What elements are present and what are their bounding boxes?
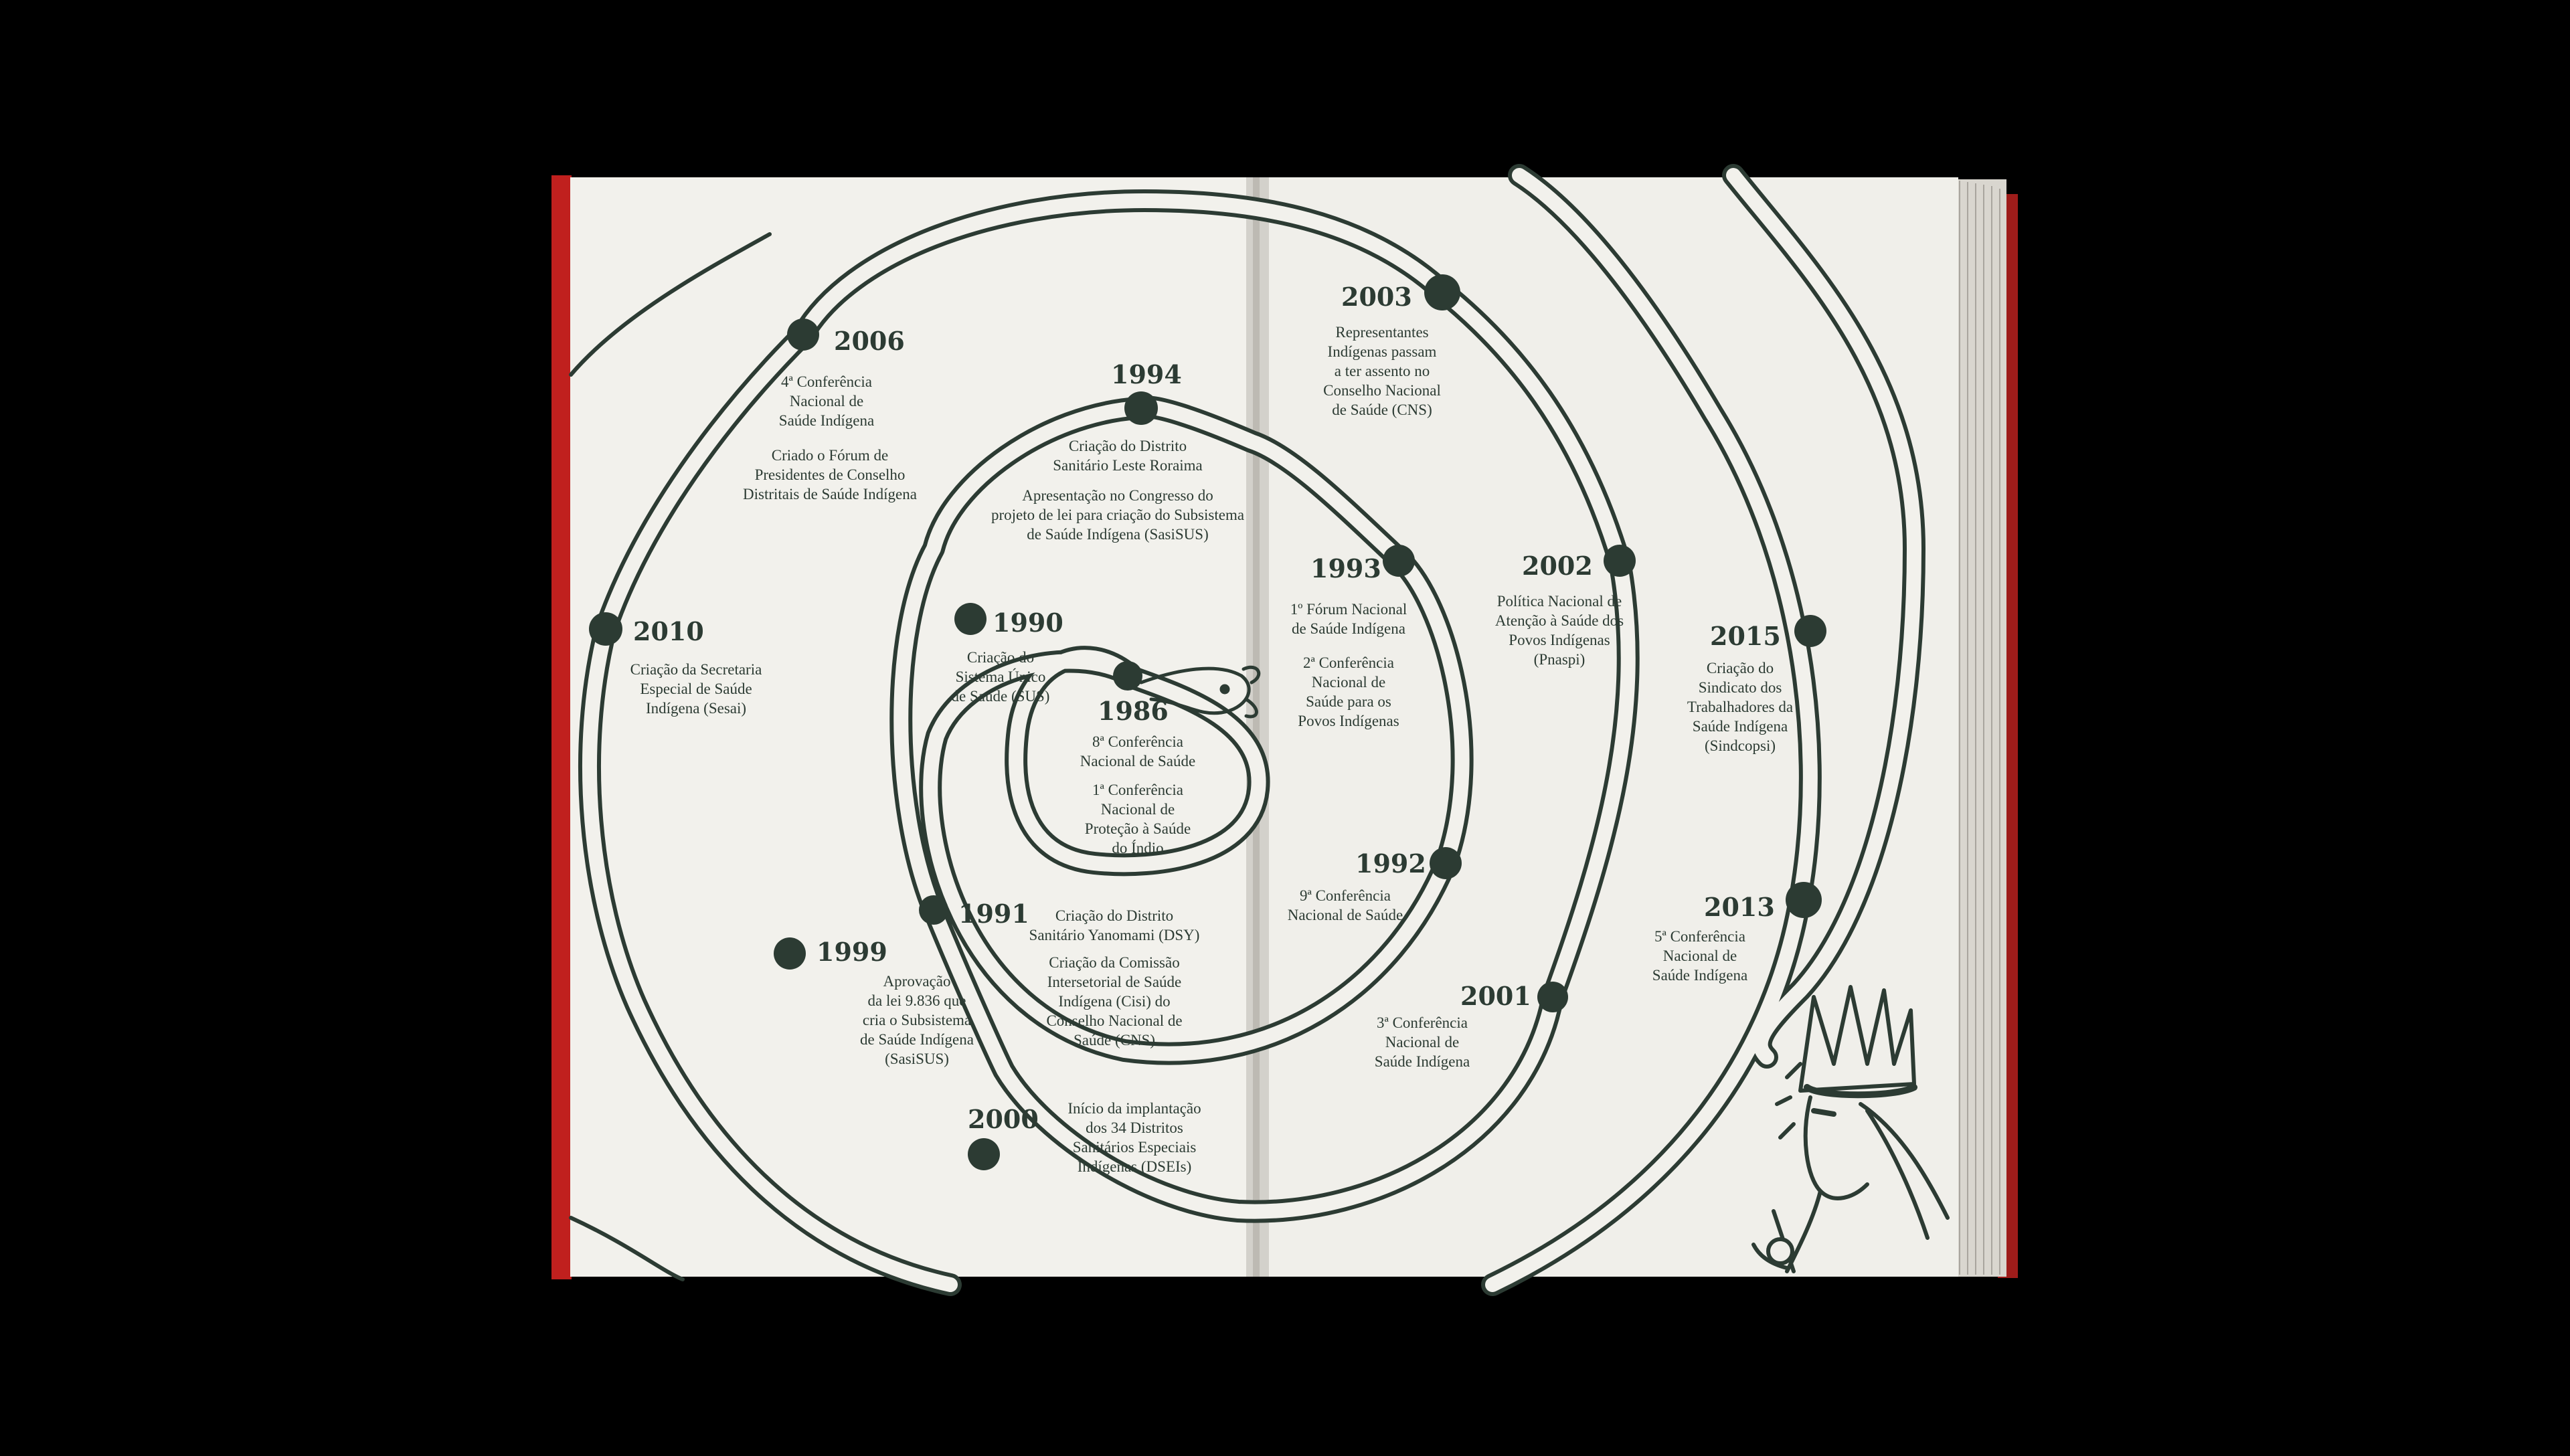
- year-1986: 1986: [1098, 696, 1169, 726]
- year-1994: 1994: [1111, 359, 1182, 389]
- note-1993-a: 1º Fórum Nacional de Saúde Indígena: [1290, 601, 1407, 637]
- note-1991-b: Criação da Comissão Intersetorial de Saú…: [1046, 954, 1183, 1049]
- year-2001: 2001: [1460, 981, 1531, 1011]
- dot-1992: [1430, 847, 1462, 879]
- year-1992: 1992: [1355, 848, 1426, 879]
- note-2000: Início da implantação dos 34 Distritos S…: [1067, 1100, 1201, 1175]
- year-1993: 1993: [1310, 553, 1381, 583]
- dot-1990: [954, 603, 987, 635]
- year-2010: 2010: [633, 616, 704, 646]
- dot-2001: [1537, 982, 1568, 1012]
- note-2015: Criação do Sindicato dos Trabalhadores d…: [1687, 660, 1794, 754]
- dot-2002: [1604, 545, 1636, 577]
- note-2013: 5ª Conferência Nacional de Saúde Indígen…: [1652, 928, 1748, 984]
- note-2006-a: 4ª Conferência Nacional de Saúde Indígen…: [778, 373, 875, 429]
- note-1986-a: 8ª Conferência Nacional de Saúde: [1080, 733, 1196, 769]
- dot-1999: [774, 937, 806, 970]
- year-1991: 1991: [958, 899, 1029, 929]
- note-1986-b: 1ª Conferência Nacional de Proteção à Sa…: [1084, 782, 1191, 856]
- snake-head-drawing: [1139, 665, 1261, 719]
- book-left-red-edge: [551, 175, 572, 1279]
- note-1992: 9ª Conferência Nacional de Saúde: [1287, 887, 1403, 923]
- note-1991-a: Criação do Distrito Sanitário Yanomami (…: [1029, 907, 1200, 943]
- note-2010: Criação da Secretaria Especial de Saúde …: [630, 661, 762, 717]
- dot-2010: [589, 612, 622, 646]
- event-dots: [589, 274, 1826, 1170]
- note-1999: Aprovação da lei 9.836 que cria o Subsis…: [860, 973, 974, 1067]
- note-2006-b: Criado o Fórum de Presidentes de Conselh…: [743, 447, 917, 503]
- spiral-road-outer-edge: [569, 232, 772, 1281]
- note-1990: Criação do Sistema Único de Saúde (SUS): [951, 649, 1050, 705]
- dot-2000: [968, 1138, 1000, 1170]
- note-2003: Representantes Indígenas passam a ter as…: [1323, 324, 1441, 418]
- year-2015: 2015: [1710, 621, 1781, 651]
- note-2002: Política Nacional de Atenção à Saúde dos…: [1494, 593, 1624, 668]
- dot-1991: [919, 895, 948, 925]
- spine-shadow: [1253, 177, 1260, 1277]
- year-2000: 2000: [968, 1104, 1039, 1134]
- year-1999: 1999: [817, 937, 887, 967]
- year-2006: 2006: [834, 326, 905, 356]
- page-stack-lines: [1959, 181, 2000, 1275]
- year-2013: 2013: [1704, 892, 1775, 922]
- dot-2013: [1786, 882, 1822, 918]
- book-right-page-stack: [1953, 179, 2006, 1277]
- indigenous-figure-drawing: [1751, 985, 1950, 1273]
- note-1994-a: Criação do Distrito Sanitário Leste Rora…: [1053, 438, 1203, 474]
- year-2003: 2003: [1341, 282, 1412, 312]
- dot-1994: [1124, 391, 1158, 425]
- dot-2006: [787, 318, 819, 351]
- dot-1993: [1383, 545, 1415, 577]
- note-1994-b: Apresentação no Congresso do projeto de …: [991, 487, 1245, 543]
- year-2002: 2002: [1522, 551, 1593, 581]
- dot-2015: [1794, 615, 1826, 647]
- dot-1986: [1113, 661, 1142, 691]
- dot-2003: [1424, 274, 1460, 310]
- note-2001: 3ª Conferência Nacional de Saúde Indígen…: [1374, 1014, 1470, 1070]
- note-1993-b: 2ª Conferência Nacional de Saúde para os…: [1298, 654, 1399, 729]
- year-1990: 1990: [993, 608, 1063, 638]
